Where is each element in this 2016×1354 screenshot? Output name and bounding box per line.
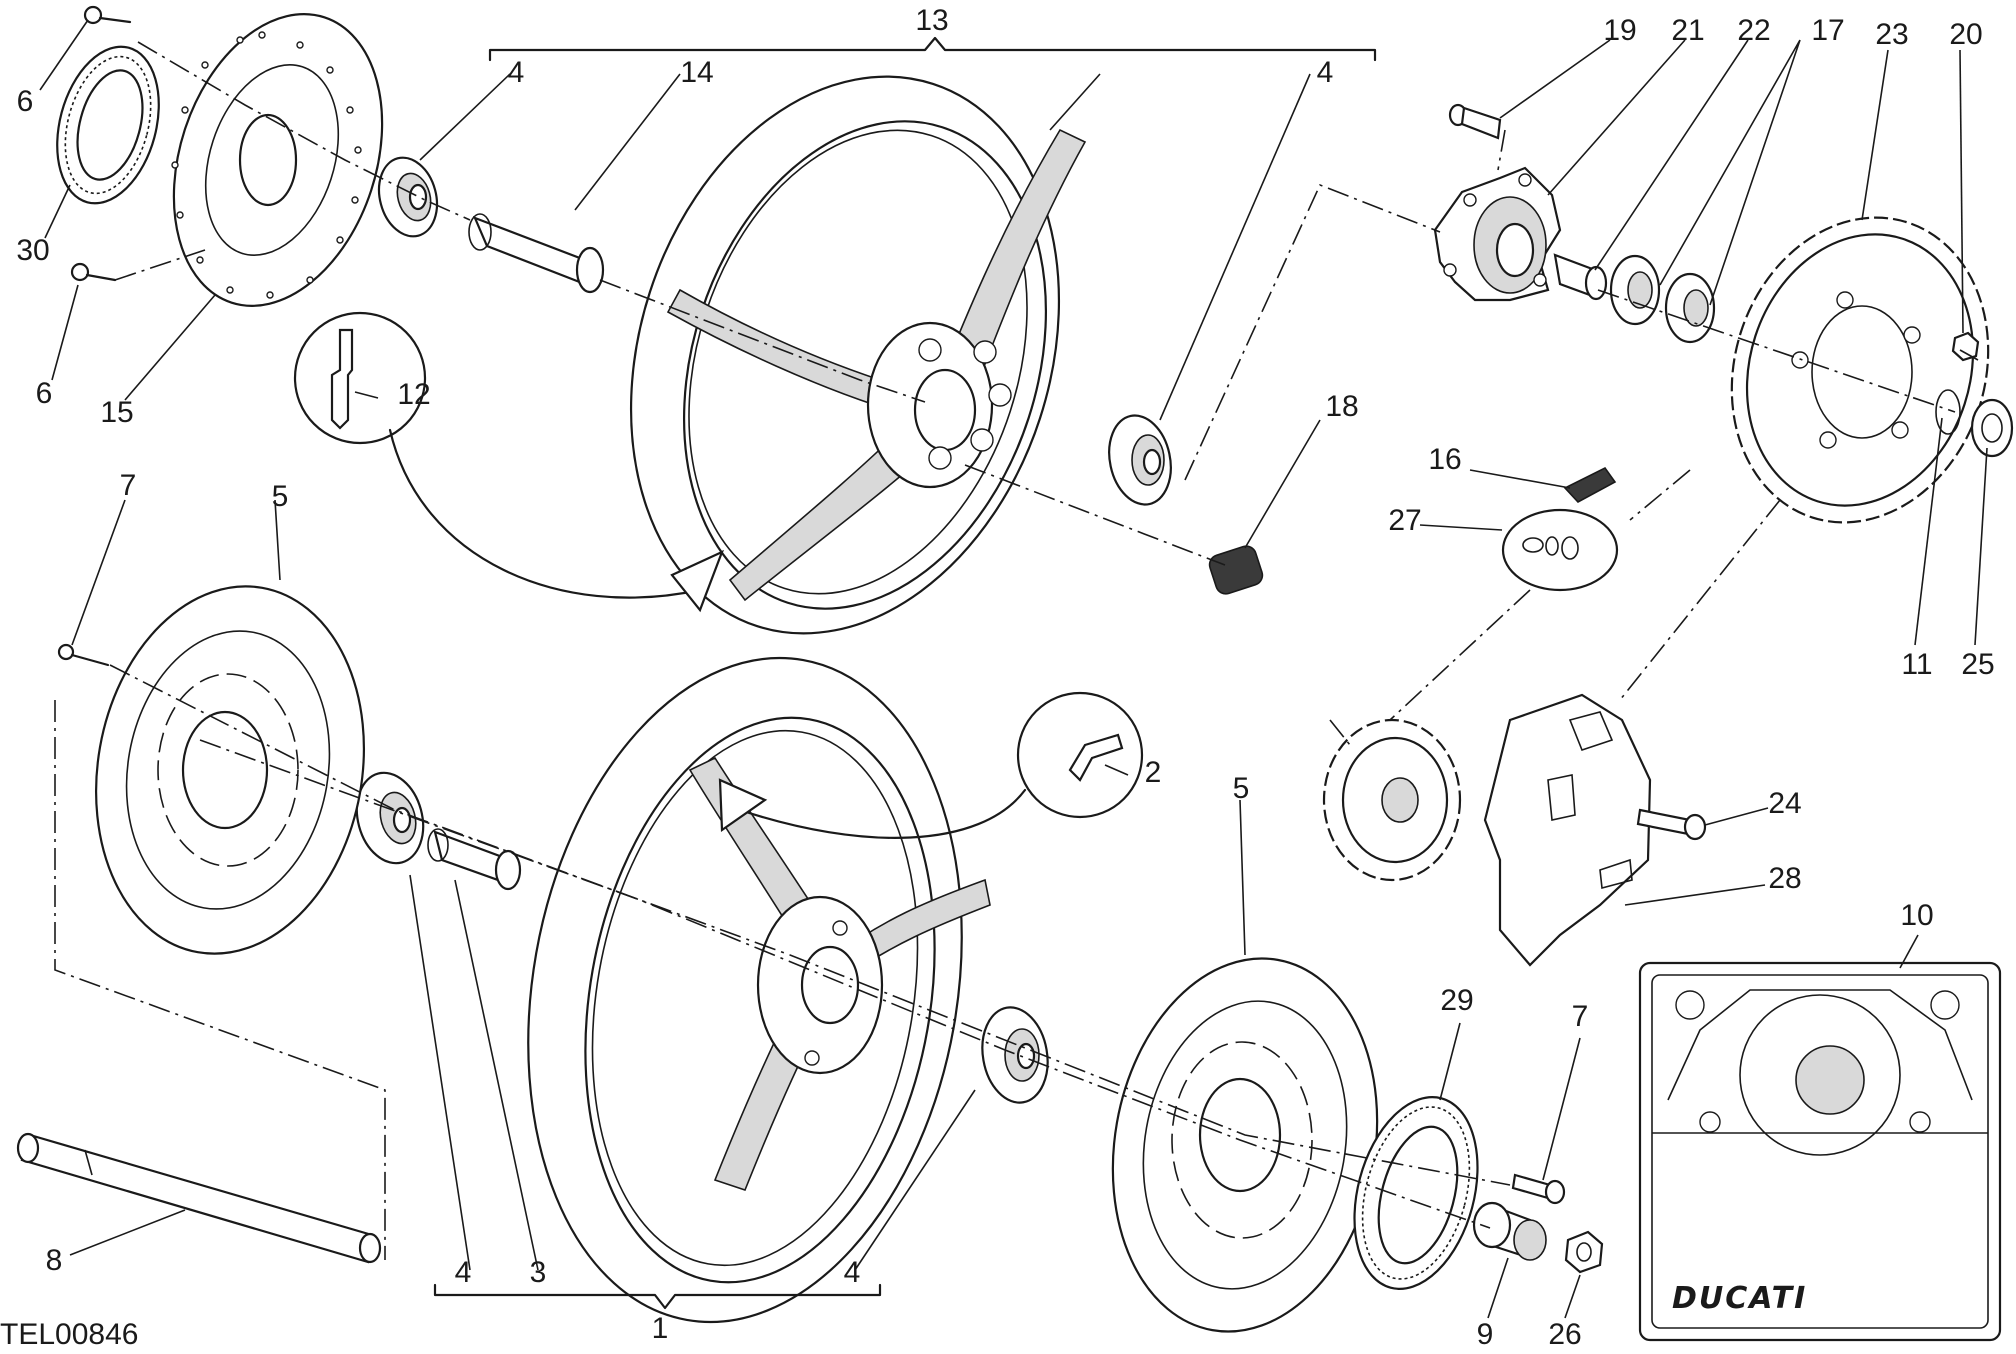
rear-spacer-tube <box>468 213 605 294</box>
rear-disc-screw-top <box>83 5 132 25</box>
callout-8: 8 <box>46 1244 63 1277</box>
callout-4-rear-left: 4 <box>508 56 525 89</box>
front-wheel <box>527 656 991 1324</box>
rear-disc-screw-bottom <box>70 262 117 282</box>
callout-2: 2 <box>1145 756 1162 789</box>
callout-12: 12 <box>397 378 430 411</box>
sprocket-carrier-flange <box>1433 166 1562 302</box>
callout-6-bottom: 6 <box>36 377 53 410</box>
flange-bearing-a <box>1609 254 1661 326</box>
callout-30: 30 <box>16 234 49 267</box>
callout-6-top: 6 <box>17 85 34 118</box>
info-plate: DUCATI <box>1638 961 2002 1342</box>
front-sensor-ring <box>1353 1096 1479 1290</box>
assembly-lines <box>54 41 1979 1260</box>
callout-22: 22 <box>1737 14 1770 47</box>
washer-25 <box>1970 398 2014 458</box>
callout-13: 13 <box>915 4 948 37</box>
callout-1: 1 <box>652 1312 669 1345</box>
callout-9: 9 <box>1477 1318 1494 1351</box>
callout-15: 15 <box>100 396 133 429</box>
rear-valve-detail <box>293 311 724 613</box>
rear-bearing-left <box>377 156 439 238</box>
drawing-code: TEL00846 <box>0 1318 138 1351</box>
callout-4-front-right: 4 <box>844 1256 861 1289</box>
callout-24: 24 <box>1768 787 1801 820</box>
callout-20: 20 <box>1949 18 1982 51</box>
callout-21: 21 <box>1671 14 1704 47</box>
callout-7-left: 7 <box>120 469 137 502</box>
callout-10: 10 <box>1900 899 1933 932</box>
bracket-13 <box>488 36 1377 62</box>
rear-brake-disc <box>171 13 384 307</box>
front-disc-bolt-left <box>57 643 110 667</box>
front-brake-disc-left <box>94 585 366 955</box>
front-sprocket <box>1322 718 1462 882</box>
callout-11: 11 <box>1901 648 1932 681</box>
callout-27: 27 <box>1388 504 1421 537</box>
callout-25: 25 <box>1961 648 1994 681</box>
callout-4-rear-right: 4 <box>1317 56 1334 89</box>
sprocket-cover <box>1483 693 1652 967</box>
callout-17: 17 <box>1811 14 1844 47</box>
front-axle-nut <box>1564 1230 1604 1274</box>
callout-28: 28 <box>1768 862 1801 895</box>
rear-bearing-right <box>1108 414 1172 506</box>
callout-23: 23 <box>1875 18 1908 51</box>
sprocket-nut-20 <box>1951 331 1980 362</box>
front-bearing-left <box>355 771 425 865</box>
front-disc-bolt-right <box>1511 1173 1566 1205</box>
callout-3: 3 <box>530 1256 547 1289</box>
callout-16: 16 <box>1428 443 1461 476</box>
callout-7-right: 7 <box>1572 1000 1589 1033</box>
flange-stud-19 <box>1448 103 1502 140</box>
callout-5-left: 5 <box>272 480 289 513</box>
callout-14: 14 <box>680 56 713 89</box>
flange-bearing-b <box>1664 272 1716 344</box>
front-axle <box>16 1132 382 1264</box>
cover-screw-24 <box>1636 808 1707 841</box>
flange-spacer-22 <box>1553 253 1608 301</box>
brand-plate-text: DUCATI <box>1672 1281 1807 1316</box>
callout-29: 29 <box>1440 984 1473 1017</box>
bracket-1 <box>433 1283 882 1310</box>
rear-sprocket <box>1730 216 1990 524</box>
front-brake-disc-right <box>1111 957 1379 1333</box>
leader-lines <box>39 19 1988 1319</box>
callout-numbers: 13 4 14 4 19 21 22 17 23 20 6 30 6 15 12… <box>16 4 1994 1351</box>
front-valve-detail <box>718 691 1144 839</box>
chain-clip-detail <box>1501 508 1619 592</box>
rear-wheel <box>629 75 1087 635</box>
rear-axle-spacer-18 <box>1208 545 1264 595</box>
rear-sensor-ring <box>56 45 160 205</box>
callout-5-right: 5 <box>1233 772 1250 805</box>
callout-19: 19 <box>1603 14 1636 47</box>
front-bearing-right <box>981 1006 1049 1104</box>
circlip-11 <box>1935 389 1961 435</box>
callout-4-front-left: 4 <box>455 1256 472 1289</box>
callout-26: 26 <box>1548 1318 1581 1351</box>
callout-18: 18 <box>1325 390 1358 423</box>
front-spacer <box>427 828 522 891</box>
front-axle-spacer <box>1472 1201 1547 1261</box>
chain-link <box>1563 466 1617 503</box>
